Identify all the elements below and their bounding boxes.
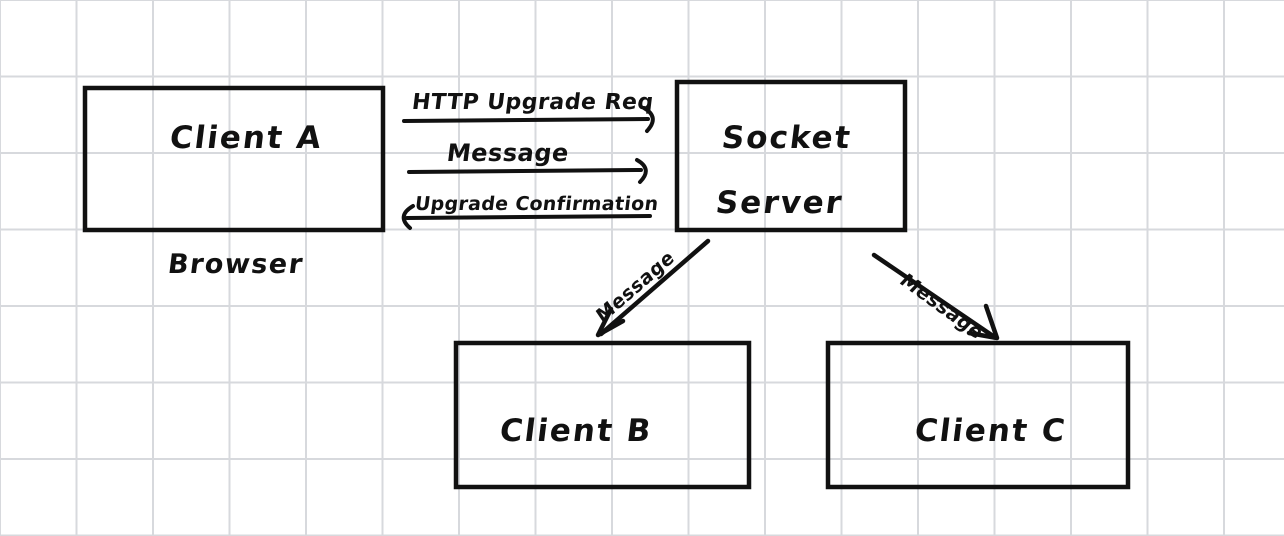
edge-message-client-a-to-server xyxy=(407,158,648,184)
edge-message-server-to-client-c xyxy=(871,252,1000,341)
node-box-client-a xyxy=(82,85,386,233)
edge-upgrade-confirmation xyxy=(401,204,652,230)
node-box-client-c xyxy=(825,340,1131,490)
node-box-socket-server xyxy=(674,79,908,233)
node-box-client-b xyxy=(453,340,752,490)
edge-http-upgrade-req xyxy=(402,106,655,133)
edge-message-server-to-client-b xyxy=(595,238,711,338)
